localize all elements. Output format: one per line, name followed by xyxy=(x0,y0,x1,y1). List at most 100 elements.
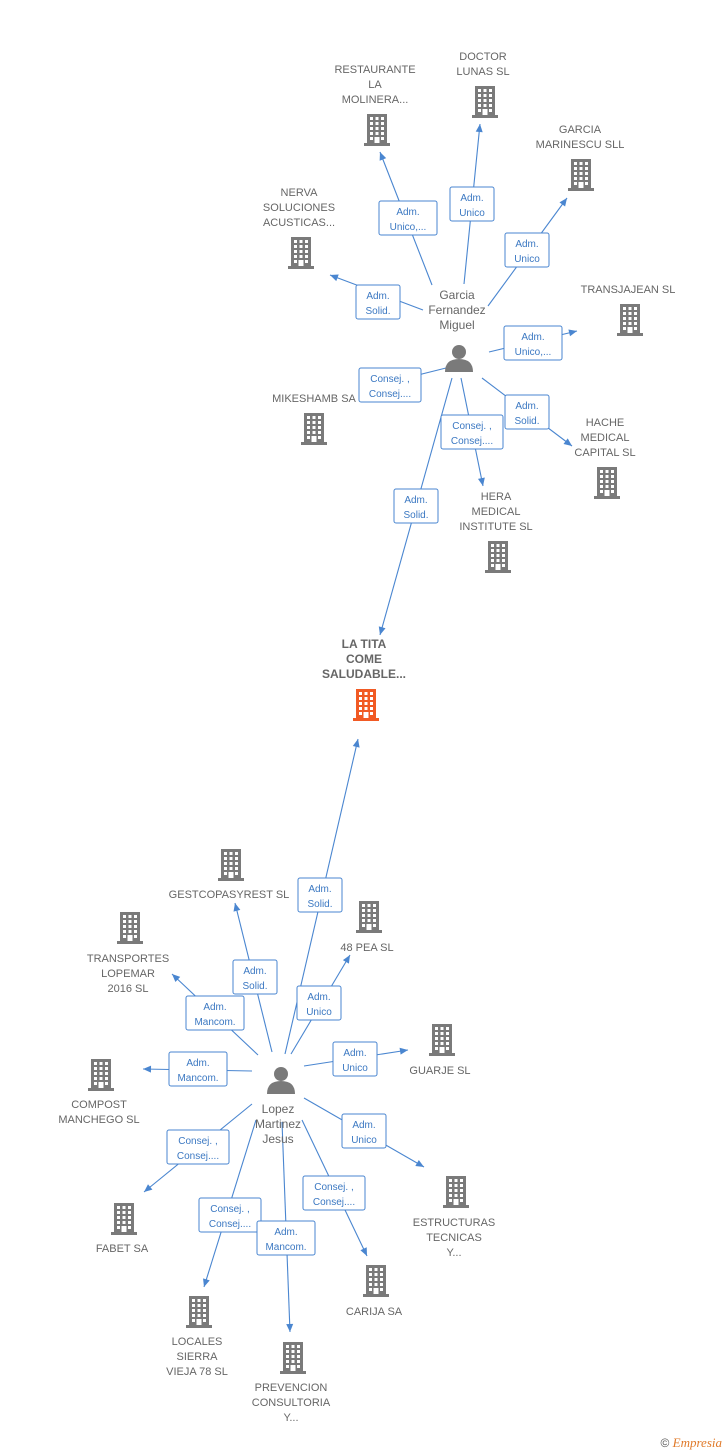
edge-role-label[interactable]: Consej. ,Consej.... xyxy=(302,1175,366,1211)
edge-role-text: Adm.Mancom. xyxy=(265,1227,306,1253)
edge-role-label[interactable]: Adm.Unico xyxy=(449,186,495,222)
building-icon[interactable] xyxy=(364,114,390,146)
building-icon[interactable] xyxy=(472,86,498,118)
building-icon[interactable] xyxy=(280,1342,306,1374)
arrow-head-icon xyxy=(144,1184,153,1192)
company-node[interactable]: 48 PEA SL xyxy=(340,901,394,954)
company-label[interactable]: FABET SA xyxy=(96,1243,149,1255)
edge-role-label[interactable]: Consej. ,Consej.... xyxy=(440,414,504,450)
edge-role-text: Consej. ,Consej.... xyxy=(209,1204,251,1230)
building-icon[interactable] xyxy=(356,901,382,933)
edge-role-label[interactable]: Adm.Unico xyxy=(504,232,550,268)
edge-role-label[interactable]: Adm.Unico xyxy=(332,1041,378,1077)
company-label[interactable]: CARIJA SA xyxy=(346,1306,403,1318)
edge-role-text: Adm.Mancom. xyxy=(177,1058,218,1084)
edge-role-label[interactable]: Adm.Unico xyxy=(341,1113,387,1149)
building-icon[interactable] xyxy=(117,912,143,944)
arrow-head-icon xyxy=(203,1278,210,1287)
company-node[interactable]: TRANSJAJEAN SL xyxy=(581,284,676,336)
company-label[interactable]: MIKESHAMB SA xyxy=(272,393,356,405)
company-node[interactable]: CARIJA SA xyxy=(346,1265,403,1318)
building-icon[interactable] xyxy=(617,304,643,336)
edge-role-text: Adm.Unico,... xyxy=(515,332,552,358)
company-label[interactable]: 48 PEA SL xyxy=(340,942,393,954)
edge-role-label[interactable]: Consej. ,Consej.... xyxy=(166,1129,230,1165)
edge-role-label[interactable]: Consej. ,Consej.... xyxy=(198,1197,262,1233)
building-icon[interactable] xyxy=(186,1296,212,1328)
edge-role-text: Adm.Unico xyxy=(342,1048,368,1074)
building-icon[interactable] xyxy=(301,413,327,445)
company-node[interactable]: GUARJE SL xyxy=(409,1024,471,1077)
edge-role-label[interactable]: Adm.Unico,... xyxy=(503,325,563,361)
arrow-head-icon xyxy=(563,438,572,446)
edge-role-label[interactable]: Adm.Solid. xyxy=(504,394,550,430)
edge-role-text: Adm.Solid. xyxy=(403,495,428,521)
brand-logo[interactable]: Empresia xyxy=(672,1435,722,1450)
edge-role-text: Consej. ,Consej.... xyxy=(369,374,411,400)
building-icon[interactable] xyxy=(218,849,244,881)
building-icon[interactable] xyxy=(288,237,314,269)
building-icon[interactable] xyxy=(568,159,594,191)
edge-role-label[interactable]: Adm.Solid. xyxy=(355,284,401,320)
edge-role-label[interactable]: Adm.Unico,... xyxy=(378,200,438,236)
company-label[interactable]: TRANSJAJEAN SL xyxy=(581,284,676,296)
company-node[interactable]: FABET SA xyxy=(96,1203,149,1255)
edge-role-text: Adm.Solid. xyxy=(307,884,332,910)
company-node[interactable]: GESTCOPASYREST SL xyxy=(169,849,290,901)
company-label[interactable]: GESTCOPASYREST SL xyxy=(169,889,290,901)
edge-role-text: Adm.Unico,... xyxy=(390,207,427,233)
person-icon[interactable] xyxy=(267,1067,295,1094)
edge-role-label[interactable]: Adm.Mancom. xyxy=(168,1051,228,1087)
focus-building-icon[interactable] xyxy=(353,689,379,721)
building-icon[interactable] xyxy=(429,1024,455,1056)
building-icon[interactable] xyxy=(594,467,620,499)
edge-role-label[interactable]: Adm.Mancom. xyxy=(256,1220,316,1256)
edge-role-text: Adm.Solid. xyxy=(514,401,539,427)
building-icon[interactable] xyxy=(485,541,511,573)
building-icon[interactable] xyxy=(111,1203,137,1235)
edge-role-label[interactable]: Adm.Solid. xyxy=(393,488,439,524)
person-icon[interactable] xyxy=(445,345,473,372)
edge-role-label[interactable]: Consej. ,Consej.... xyxy=(358,367,422,403)
arrow-head-icon xyxy=(172,974,181,983)
arrow-head-icon xyxy=(352,739,360,748)
edge-role-label[interactable]: Adm.Mancom. xyxy=(185,995,245,1031)
edge-role-label[interactable]: Adm.Solid. xyxy=(297,877,343,913)
company-label[interactable]: GUARJE SL xyxy=(409,1065,470,1077)
arrow-head-icon xyxy=(143,1065,152,1073)
building-icon[interactable] xyxy=(363,1265,389,1297)
edge-role-label[interactable]: Adm.Unico xyxy=(296,985,342,1021)
building-icon[interactable] xyxy=(443,1176,469,1208)
edge-role-label[interactable]: Adm.Solid. xyxy=(232,959,278,995)
building-icon[interactable] xyxy=(88,1059,114,1091)
company-node[interactable]: MIKESHAMB SA xyxy=(272,393,357,445)
